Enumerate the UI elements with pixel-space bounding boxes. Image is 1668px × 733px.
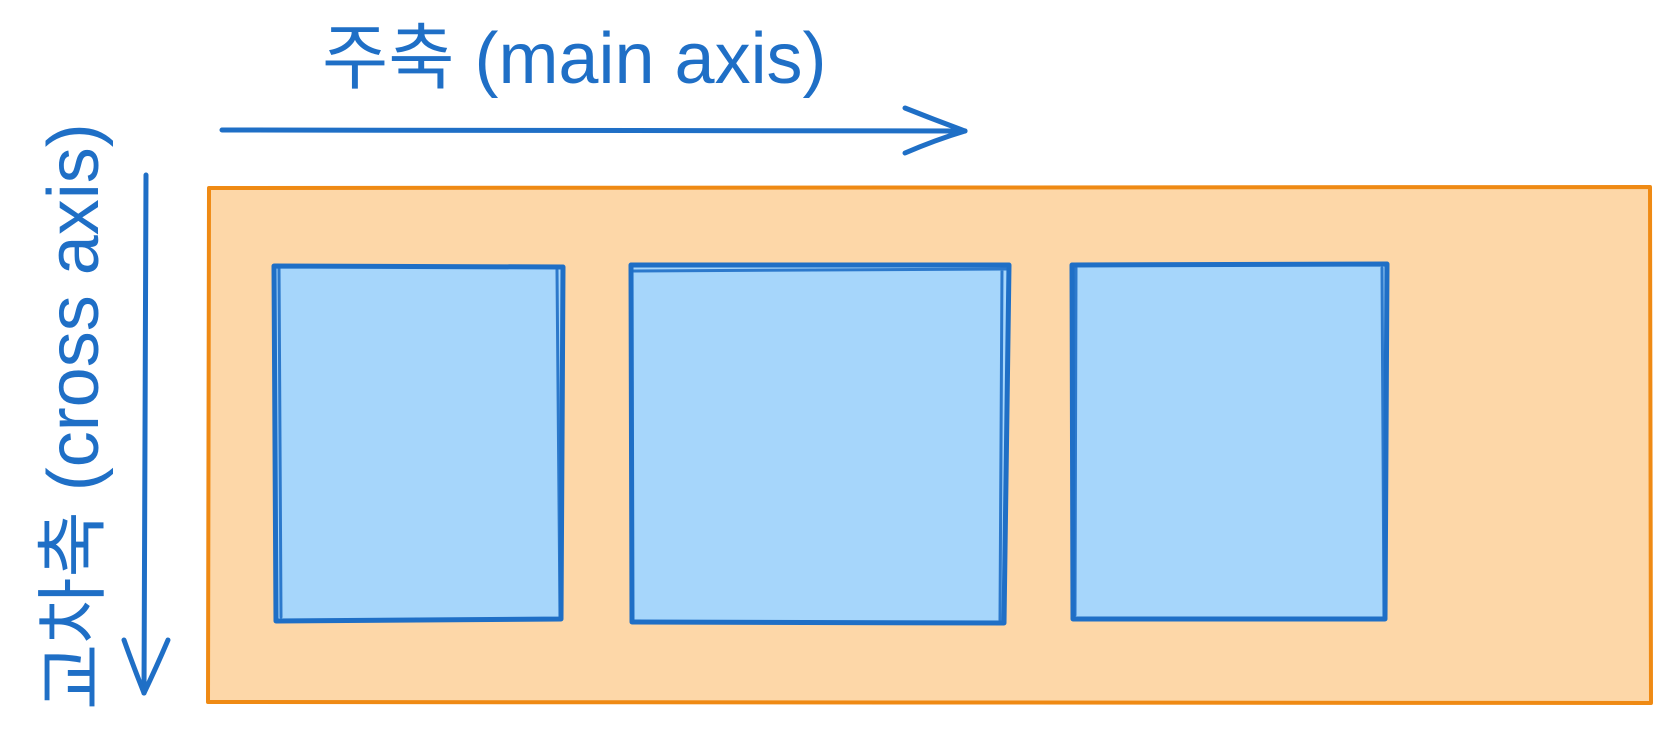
cross-axis-arrow (121, 172, 171, 696)
flex-item-3-sketch (1073, 266, 1386, 619)
flex-item-3 (1069, 261, 1390, 622)
flex-item-1-sketch (277, 266, 562, 619)
flex-item-2 (628, 262, 1012, 626)
flex-item-1 (271, 263, 566, 624)
main-axis-label: 주축 (main axis) (322, 19, 827, 99)
flex-item-2-sketch (632, 266, 1008, 622)
cross-axis-label: 교차축 (cross axis) (34, 123, 114, 710)
main-axis-arrow (219, 105, 968, 156)
